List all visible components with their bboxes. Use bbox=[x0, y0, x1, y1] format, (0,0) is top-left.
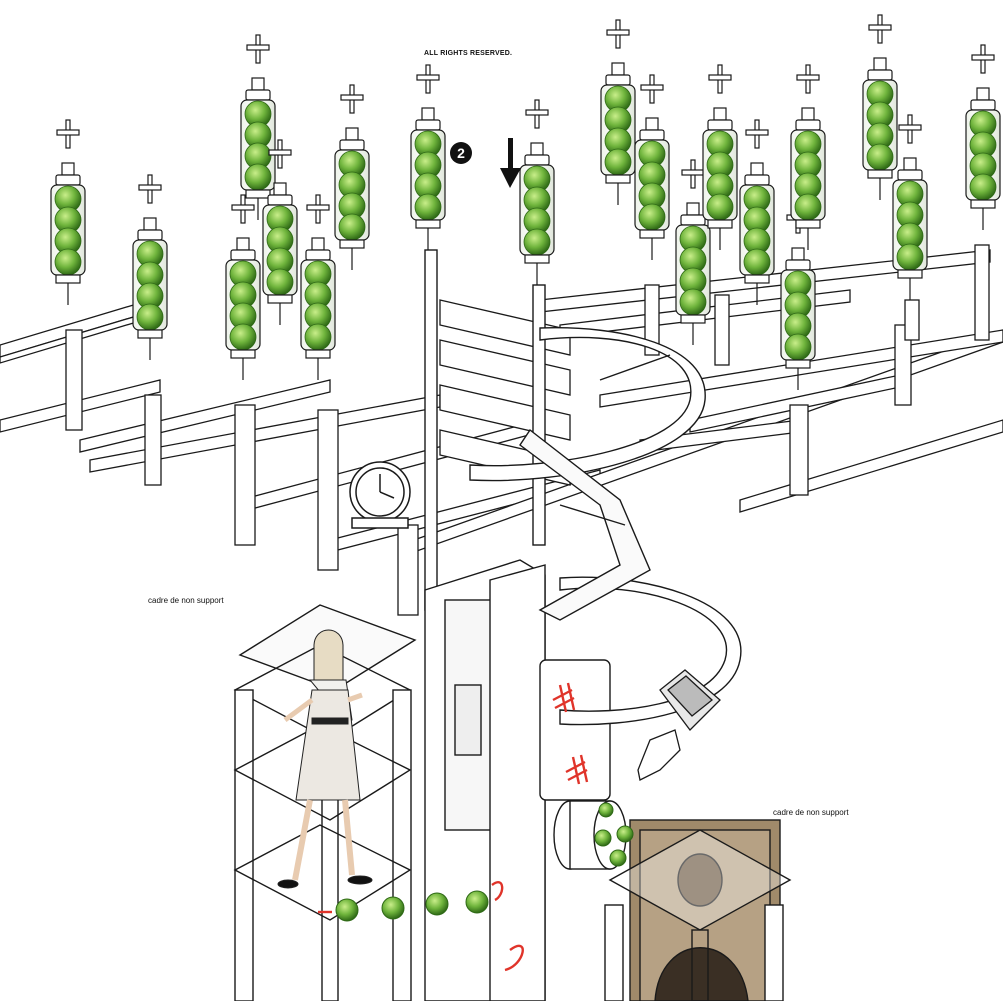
sprout-cylinder bbox=[675, 159, 711, 345]
left-display-frame bbox=[233, 604, 417, 1002]
sprout-cylinder bbox=[965, 44, 1001, 230]
sprout-cylinder bbox=[892, 114, 928, 300]
central-column bbox=[424, 249, 611, 1002]
sprout-cylinder bbox=[300, 194, 336, 380]
sprout-cylinder bbox=[240, 34, 276, 220]
pointing-hand-icon bbox=[637, 729, 681, 781]
sprout-cylinder bbox=[225, 194, 261, 380]
loose-sprouts bbox=[335, 802, 634, 922]
sprout-cylinder bbox=[780, 204, 816, 390]
sprout-cylinder bbox=[600, 19, 636, 205]
sprout-cylinder bbox=[739, 119, 775, 305]
sprout-cylinder bbox=[132, 174, 168, 360]
sprout-cylinder bbox=[634, 74, 670, 260]
frame-label-right: cadre de non support bbox=[773, 808, 849, 817]
sprout-cylinder bbox=[790, 64, 826, 250]
rights-notice: ALL RIGHTS RESERVED. bbox=[424, 50, 513, 57]
sprout-cylinder bbox=[410, 64, 446, 250]
sprout-cylinder bbox=[862, 14, 898, 200]
down-arrow-icon bbox=[500, 138, 521, 188]
sprout-dispenser bbox=[553, 800, 627, 870]
sprout-cylinder bbox=[262, 139, 298, 325]
frame-label-left: cadre de non support bbox=[148, 596, 224, 605]
sprout-cylinders bbox=[50, 14, 1001, 390]
sprout-cylinder bbox=[702, 64, 738, 250]
step-number-badge: 2 bbox=[450, 142, 472, 164]
alarm-clock-icon bbox=[349, 461, 411, 529]
woman-figure bbox=[277, 629, 373, 889]
calculator-icon bbox=[659, 669, 721, 731]
spiral-chute bbox=[469, 327, 742, 726]
sprout-cylinder bbox=[334, 84, 370, 270]
red-marks bbox=[318, 682, 589, 972]
red-hook-arrow-icon bbox=[491, 881, 504, 902]
right-display-frame bbox=[604, 819, 792, 1002]
top-frame bbox=[0, 244, 1003, 616]
sprout-cylinder bbox=[50, 119, 86, 305]
sprout-cylinder bbox=[519, 99, 555, 285]
